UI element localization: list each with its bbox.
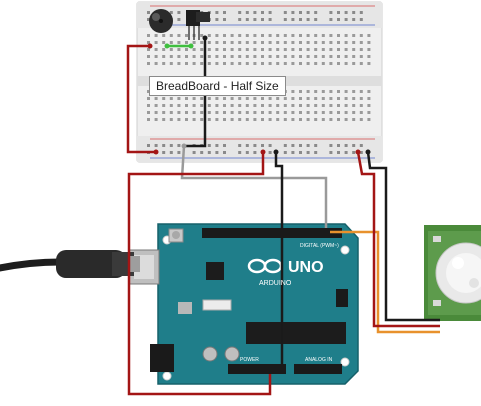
buzzer-icon[interactable] [149,9,173,33]
breadboard-holes [147,34,371,121]
arduino-maker-text: ARDUINO [259,280,292,287]
green-jumper[interactable] [164,43,194,49]
wire-endpoints [147,35,371,155]
arduino-power-label: POWER [240,357,259,363]
breadboard-tooltip: BreadBoard - Half Size [149,76,286,96]
arduino-brand-text: UNO [288,259,324,276]
wire-black-transistor [184,38,207,148]
usb-cable-icon[interactable] [0,250,140,278]
wire-black-gnd [274,152,284,374]
wire-orange [330,230,440,334]
wire-red-main [127,152,272,396]
pir-sensor-icon[interactable] [424,225,481,321]
wire-red-right [356,151,440,328]
arduino-digital-label: DIGITAL (PWM~) [300,243,339,249]
wire-gray [180,145,328,228]
arduino-analog-label: ANALOG IN [305,357,333,363]
wire-black-right [366,151,440,322]
arduino-uno-board[interactable] [128,223,359,385]
transistor-icon[interactable] [186,10,210,40]
wire-red-left [126,44,156,154]
